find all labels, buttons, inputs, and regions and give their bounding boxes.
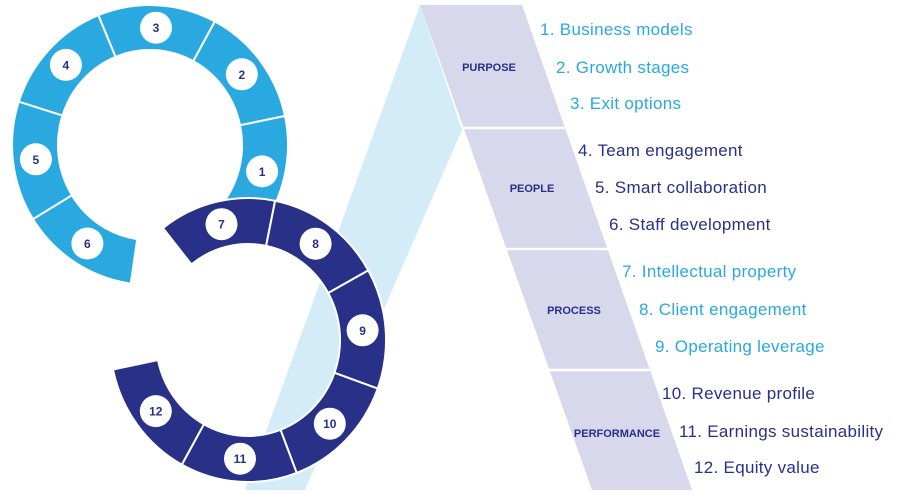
lower-s-ring [111, 197, 388, 483]
list-item-team-engagement: 4. Team engagement [578, 141, 743, 160]
segment-number: 11 [234, 452, 247, 466]
segment-marker-circle [225, 58, 258, 91]
list-item-earnings-sustainability: 11. Earnings sustainability [679, 422, 884, 441]
segment-marker-circle [224, 442, 256, 475]
list-item-client-engagement: 8. Client engagement [639, 300, 807, 319]
list-item-exit-options: 3. Exit options [570, 94, 682, 113]
segment-marker-3: 3 [140, 11, 172, 44]
segment-marker-circle [19, 143, 52, 176]
segment-marker-circle [246, 155, 279, 188]
list-item-growth-stages: 2. Growth stages [556, 58, 690, 77]
segment-number: 1 [259, 165, 266, 179]
list-item-intellectual-property: 7. Intellectual property [622, 262, 797, 281]
list-item-business-models: 1. Business models [540, 20, 693, 39]
list-item-operating-leverage: 9. Operating leverage [655, 337, 825, 356]
segment-marker-1: 1 [246, 155, 279, 188]
segment-number: 4 [63, 58, 70, 72]
segment-number: 3 [153, 21, 160, 35]
segment-marker-12: 12 [139, 395, 172, 428]
segment-marker-2: 2 [225, 58, 258, 91]
segment-marker-circle [346, 314, 379, 347]
segment-number: 9 [359, 324, 366, 338]
segment-marker-5: 5 [19, 143, 52, 176]
segment-number: 6 [84, 237, 91, 251]
segment-marker-10: 10 [313, 407, 346, 440]
list-item-revenue-profile: 10. Revenue profile [662, 384, 816, 403]
segment-marker-circle [139, 395, 172, 428]
segment-marker-circle [299, 227, 332, 260]
segment-marker-4: 4 [49, 48, 82, 81]
segment-number: 10 [323, 417, 337, 431]
category-label-purpose: PURPOSE [462, 62, 516, 74]
segment-marker-circle [313, 407, 346, 440]
list-item-staff-development: 6. Staff development [609, 215, 771, 234]
segment-marker-circle [205, 208, 238, 241]
category-label-people: PEOPLE [510, 183, 555, 195]
segment-number: 8 [312, 237, 319, 251]
segment-marker-circle [140, 11, 172, 44]
segment-marker-circle [49, 48, 82, 81]
segment-number: 7 [218, 218, 225, 232]
category-label-process: PROCESS [547, 305, 601, 317]
segment-marker-9: 9 [346, 314, 379, 347]
segment-marker-8: 8 [299, 227, 332, 260]
segment-number: 5 [33, 153, 40, 167]
category-label-performance: PERFORMANCE [574, 428, 660, 440]
list-item-equity-value: 12. Equity value [694, 458, 820, 477]
segment-number: 12 [149, 405, 163, 419]
segment-marker-circle [71, 227, 104, 260]
segment-marker-11: 11 [224, 442, 256, 475]
list-item-smart-collaboration: 5. Smart collaboration [595, 178, 767, 197]
segment-number: 2 [238, 68, 245, 82]
segment-marker-7: 7 [205, 208, 238, 241]
segment-marker-6: 6 [71, 227, 104, 260]
